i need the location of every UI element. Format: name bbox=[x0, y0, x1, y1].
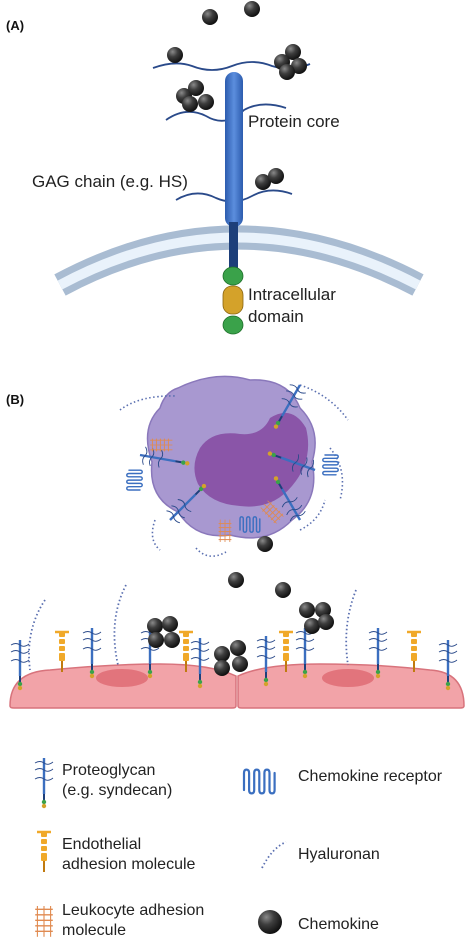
chemokine bbox=[257, 536, 273, 552]
endothelial-nucleus bbox=[322, 669, 374, 687]
legend-icons bbox=[33, 756, 287, 938]
chemokine bbox=[318, 614, 334, 630]
legend-endothelial-adhesion-icon bbox=[35, 830, 53, 874]
chemokine bbox=[214, 660, 230, 676]
chemokine bbox=[230, 640, 246, 656]
panel-a bbox=[54, 1, 424, 335]
intracellular-label-line1: Intracellular bbox=[248, 285, 336, 304]
chemokine bbox=[279, 64, 295, 80]
chemokine bbox=[232, 656, 248, 672]
chemokine bbox=[202, 9, 218, 25]
chemokine bbox=[228, 572, 244, 588]
legend-chemokine-receptor-label: Chemokine receptor bbox=[298, 768, 443, 785]
legend-leukocyte-line1: Leukocyte adhesion bbox=[62, 902, 205, 919]
chemokines-panel-a bbox=[167, 1, 307, 190]
chemokine bbox=[182, 96, 198, 112]
panel-b-tag: (B) bbox=[6, 392, 25, 407]
chemokines-panel-b bbox=[147, 536, 334, 676]
chemokine bbox=[188, 80, 204, 96]
transmembrane-segment bbox=[229, 222, 238, 268]
legend-hyaluronan-label: Hyaluronan bbox=[298, 846, 380, 863]
gag-chain-label: GAG chain (e.g. HS) bbox=[32, 172, 188, 191]
legend-leukocyte-adhesion-icon bbox=[34, 905, 54, 938]
endothelial-nucleus bbox=[96, 669, 148, 687]
chemokine bbox=[167, 47, 183, 63]
legend-endothelial-line2: adhesion molecule bbox=[62, 856, 196, 873]
panel-b bbox=[9, 375, 465, 709]
protein-core bbox=[225, 72, 243, 227]
legend-endothelial-line1: Endothelial bbox=[62, 836, 142, 853]
chemokine bbox=[304, 618, 320, 634]
legend-proteoglycan-icon bbox=[33, 756, 55, 810]
intracellular-label-line2: domain bbox=[248, 307, 304, 326]
legend-chemokine-receptor-icon bbox=[242, 768, 276, 795]
chemokine bbox=[164, 632, 180, 648]
chemokine bbox=[285, 44, 301, 60]
legend-proteoglycan-line1: Proteoglycan bbox=[62, 762, 156, 779]
endothelium bbox=[9, 663, 465, 709]
chemokine bbox=[315, 602, 331, 618]
hyaluronan-leukocyte bbox=[119, 384, 349, 557]
chemokine bbox=[244, 1, 260, 17]
protein-core-label: Protein core bbox=[248, 112, 340, 131]
chemokine bbox=[198, 94, 214, 110]
chemokine bbox=[275, 582, 291, 598]
legend-proteoglycan-line2: (e.g. syndecan) bbox=[62, 782, 173, 799]
chemokine bbox=[214, 646, 230, 662]
chemokine bbox=[299, 602, 315, 618]
chemokine bbox=[255, 174, 271, 190]
chemokine bbox=[162, 616, 178, 632]
chemokine bbox=[148, 632, 164, 648]
chemokine bbox=[268, 168, 284, 184]
hyaluronan-endothelium bbox=[28, 584, 357, 671]
legend-chemokine-label: Chemokine bbox=[298, 916, 379, 933]
intracellular-domain bbox=[222, 266, 244, 335]
legend-hyaluronan-icon bbox=[261, 841, 287, 869]
chemokine bbox=[291, 58, 307, 74]
legend-leukocyte-line2: molecule bbox=[62, 922, 127, 939]
legend-chemokine-icon bbox=[258, 910, 282, 934]
chemokine bbox=[147, 618, 163, 634]
panel-a-tag: (A) bbox=[6, 18, 25, 33]
